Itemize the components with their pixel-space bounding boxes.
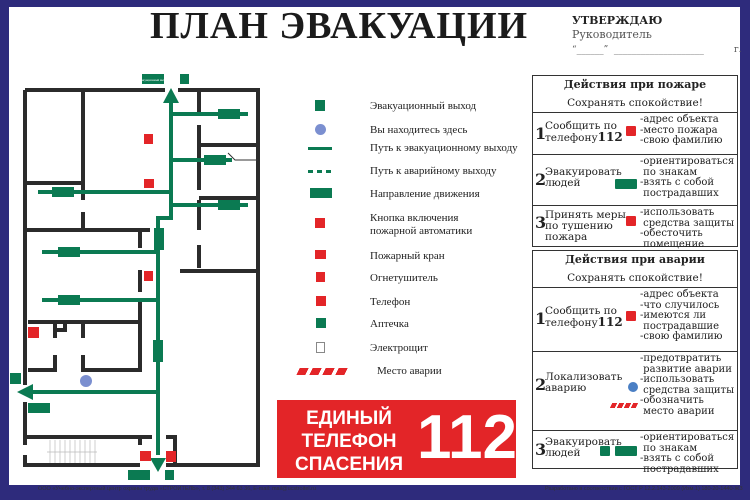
walls [23, 88, 260, 467]
step-number: 3 [535, 213, 547, 232]
legend-label: Аптечка [370, 318, 409, 330]
step-number: 2 [535, 170, 547, 189]
step-action: Локализовать [545, 371, 623, 383]
step-details: -ориентироваться по знакам -взять с собо… [640, 156, 735, 199]
electrical-panel-icon [298, 342, 325, 353]
stairs [47, 440, 97, 463]
box-subtitle: Сохранять спокойствие! [567, 97, 703, 109]
step-action: телефону [545, 317, 598, 329]
step-phone: 112 [597, 315, 623, 329]
legend-label: Вы находитесь здесь [370, 124, 468, 136]
step-details: -адрес объекта -место пожара -свою фамил… [640, 114, 723, 146]
box-title: Действия при аварии [565, 253, 705, 266]
phone-icon [298, 296, 326, 306]
legend-label: Путь к эвакуационному выходу [370, 142, 518, 154]
step-number: 2 [535, 375, 547, 394]
legend-label: Электрощит [370, 342, 428, 354]
step-action: телефону [545, 132, 598, 144]
exit-sign-icon [298, 100, 325, 111]
step-number: 1 [535, 309, 547, 328]
step-details: -использовать средства защиты -обесточит… [640, 207, 735, 250]
door-swing [227, 152, 258, 161]
fire-alarm-button-icon [298, 212, 325, 228]
emergency-line: СПАСЕНИЯ [294, 454, 404, 475]
legend-label: Эвакуационный выход [370, 100, 477, 112]
footer-company: ООО «Учебно-экспертный центр охраны труд… [38, 486, 317, 492]
page-title: ПЛАН ЭВАКУАЦИИ [150, 5, 529, 47]
floor-plan: Эвакуационный выход [10, 74, 260, 480]
legend-label: Огнетушитель [370, 272, 438, 284]
protection-icon [628, 382, 638, 392]
legend-label: Пожарный кран [370, 250, 445, 262]
step-action: аварию [545, 382, 587, 394]
step-action: Принять меры [545, 209, 626, 221]
legend-label: Место аварии [377, 365, 442, 377]
extinguisher-icon [626, 216, 636, 226]
footer-standard: Разработано в соответствии с ГОСТ Р 12.2… [545, 486, 743, 492]
evacuation-paths [30, 100, 248, 455]
step-action: по тушению [545, 220, 613, 232]
direction-signs [52, 109, 240, 362]
emergency-phone-banner: ЕДИНЫЙ ТЕЛЕФОН СПАСЕНИЯ 112 [277, 400, 518, 478]
hazard-stripes-icon [609, 403, 639, 408]
path-arrows [17, 88, 179, 472]
exit-signs: Эвакуационный выход [10, 74, 189, 480]
emergency-line: ЕДИНЫЙ [306, 408, 392, 429]
step-number: 1 [535, 124, 547, 143]
step-details: -предотвратить развитие аварии -использо… [640, 353, 735, 417]
fire-equipment [28, 134, 176, 462]
step-action: Эвакуировать [545, 436, 622, 448]
solid-green-line-icon [298, 142, 332, 150]
box-title: Действия при пожаре [563, 78, 707, 91]
legend-label: Кнопка включения пожарной автоматики [370, 212, 473, 237]
approval-year: г. [733, 45, 742, 55]
fire-hydrant-icon [298, 250, 326, 259]
step-details: -ориентироваться по знакам -взять с собо… [640, 432, 735, 475]
step-action: Сообщить по [545, 120, 617, 132]
step-number: 3 [535, 440, 547, 459]
extinguisher-icon [298, 272, 325, 282]
exit-label: Эвакуационный выход [138, 79, 168, 82]
first-aid-icon [600, 446, 610, 456]
legend-label: Путь к аварийному выходу [370, 165, 497, 177]
step-action: Эвакуировать [545, 166, 622, 178]
hazard-stripes-icon [296, 365, 350, 375]
step-phone: 112 [597, 130, 623, 144]
dashed-green-line-icon [298, 165, 332, 173]
step-action: людей [545, 177, 581, 189]
direction-arrow-icon [615, 446, 637, 456]
legend-label: Телефон [370, 296, 411, 308]
legend-label: Направление движения [370, 188, 480, 200]
approval-role: Руководитель [572, 28, 652, 41]
step-action: Сообщить по [545, 305, 617, 317]
you-are-here-marker [80, 375, 92, 387]
step-details: -адрес объекта -что случилось -имеются л… [640, 289, 723, 342]
step-action: людей [545, 447, 581, 459]
phone-icon [626, 126, 636, 136]
approval-label: УТВЕРЖДАЮ [572, 14, 663, 27]
direction-arrow-icon [615, 179, 637, 189]
direction-arrow-icon [298, 188, 332, 198]
you-are-here-dot-icon [298, 124, 326, 135]
phone-icon [626, 311, 636, 321]
first-aid-icon [298, 318, 326, 328]
emergency-line: ТЕЛЕФОН [301, 431, 397, 452]
step-action: пожара [545, 231, 588, 243]
emergency-number: 112 [417, 403, 518, 472]
approval-block: УТВЕРЖДАЮ Руководитель “______” ________… [572, 14, 742, 55]
approval-date-line: “______” ____________________ [572, 45, 704, 55]
box-subtitle: Сохранять спокойствие! [567, 272, 703, 284]
